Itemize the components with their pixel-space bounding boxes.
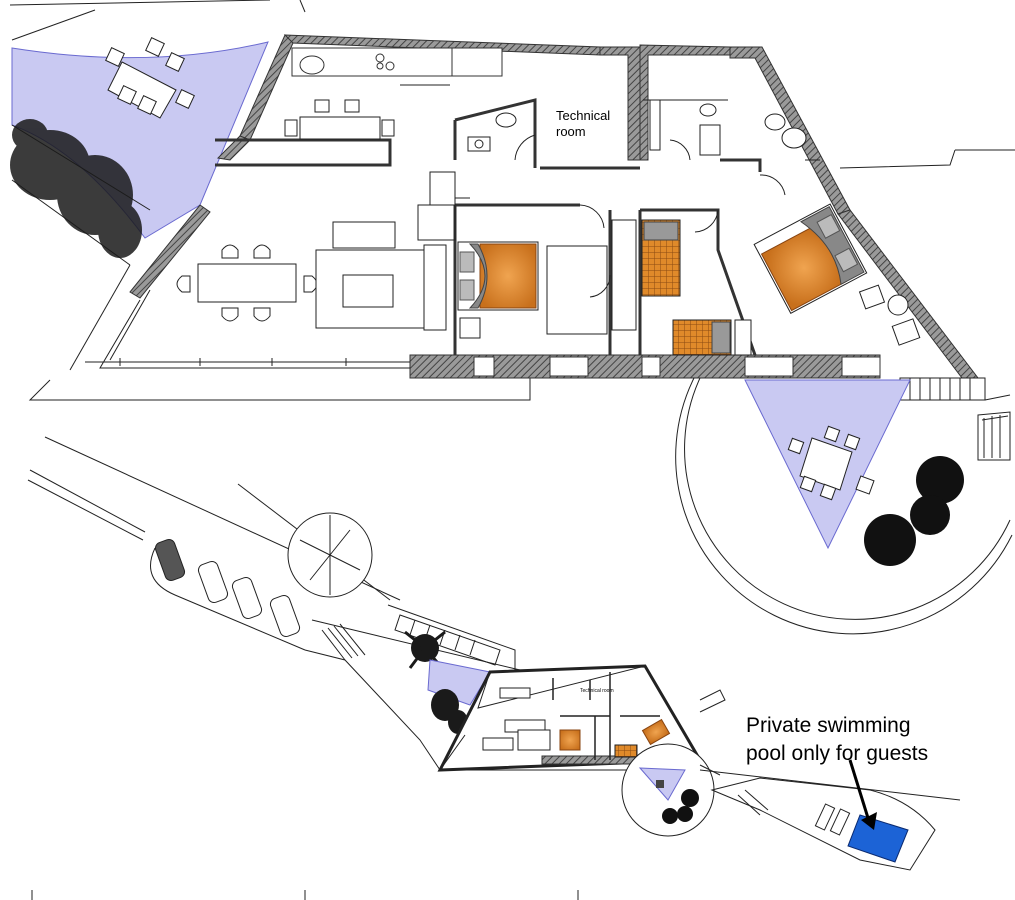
kitchen [291, 47, 503, 77]
stairs [321, 614, 501, 666]
car-icon [154, 538, 186, 582]
palm-icon [404, 630, 446, 669]
bed-icon [611, 219, 752, 356]
small-technical-room-label: Technical room [580, 688, 614, 694]
outdoor-dining-set [105, 37, 195, 119]
bathroom-2 [649, 99, 807, 156]
pool-path [699, 689, 961, 871]
pool-note-label: Private swimming pool only for guests [746, 714, 929, 765]
sofa-icon [315, 221, 447, 331]
bed-icon [753, 203, 868, 314]
arrow-icon [848, 759, 877, 830]
bed-icon [457, 241, 608, 339]
stairs [899, 377, 1011, 461]
car-icon [197, 560, 301, 638]
door-swings [514, 134, 786, 298]
tree-icon [287, 512, 373, 598]
sun-lounger-icon [814, 803, 851, 836]
scale-ticks [31, 890, 579, 900]
mini-garden-terrace [621, 743, 715, 837]
outdoor-table [787, 425, 875, 501]
tree-icon [10, 119, 142, 258]
garden-terrace [675, 377, 1013, 635]
window-gaps [473, 356, 881, 377]
dining-table-icon [284, 99, 395, 140]
bathroom-1 [467, 112, 517, 152]
interior-walls [215, 98, 762, 356]
main-floor-plan [9, 0, 1015, 635]
dining-table-icon [176, 244, 318, 322]
technical-room-label: Technical room [556, 108, 611, 139]
tree-icon [864, 456, 964, 566]
pool-icon [847, 814, 909, 863]
railing [85, 358, 410, 366]
site-plan: Technical room [27, 436, 961, 871]
mini-floor-plan: Technical room [437, 664, 703, 772]
armchair [858, 284, 921, 346]
